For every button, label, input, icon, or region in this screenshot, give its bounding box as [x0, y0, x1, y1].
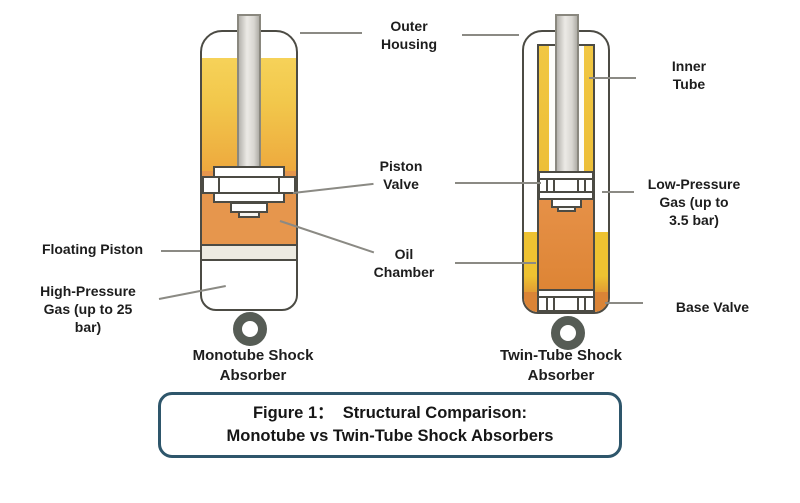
piston-valve-divider [218, 178, 220, 192]
label-line: bar) [74, 318, 102, 335]
leader-floating-piston [161, 250, 200, 252]
label-line: Inner [671, 58, 707, 74]
caption-twin-tube: Twin-Tube Shock Absorber [471, 346, 651, 385]
twintube-rod-clearance-left [549, 46, 555, 172]
leader-oil-chamber-right [455, 262, 536, 264]
monotube-mounting-eye-icon [233, 312, 267, 346]
monotube-floating-piston [202, 244, 296, 261]
piston-valve-divider [553, 180, 555, 191]
caption-line: Absorber [219, 366, 287, 384]
leader-base-valve [605, 302, 643, 304]
leader-inner-tube [589, 77, 636, 79]
label-line: Housing [381, 35, 437, 52]
figure-title-box: Figure 1： Structural Comparison: Monotub… [158, 392, 622, 458]
label-line: Gas (up to [659, 193, 729, 210]
label-piston-valve: Piston Valve [356, 158, 446, 194]
label-line: Valve [383, 175, 419, 192]
figure-title-line2: Monotube vs Twin-Tube Shock Absorbers [226, 427, 554, 445]
base-valve-divider [553, 298, 555, 310]
caption-line: Twin-Tube Shock [500, 347, 622, 364]
label-base-valve: Base Valve [650, 299, 775, 317]
base-valve-divider [584, 298, 586, 310]
leader-outer-housing-right [462, 34, 519, 36]
label-outer-housing: Outer Housing [364, 18, 454, 54]
leader-low-pressure-gas [602, 191, 634, 193]
twintube-rod-clearance-right [579, 46, 584, 172]
base-valve-divider [577, 298, 579, 310]
label-oil-chamber: Oil Chamber [354, 246, 454, 282]
piston-valve-divider [584, 180, 586, 191]
label-line: Outer [390, 18, 428, 34]
piston-valve-divider [546, 180, 548, 191]
twintube-mounting-eye-icon [551, 316, 585, 350]
twintube-piston-valve-tip [557, 206, 576, 212]
label-line: Tube [672, 75, 706, 92]
label-low-pressure-gas: Low-Pressure Gas (up to 3.5 bar) [634, 176, 754, 230]
figure-title-line1: Figure 1： Structural Comparison: [252, 403, 528, 422]
caption-monotube: Monotube Shock Absorber [163, 346, 343, 385]
twintube-piston-rod [555, 14, 579, 172]
caption-line: Absorber [527, 366, 595, 384]
label-line: Gas (up to 25 [43, 300, 133, 317]
label-line: Oil [394, 246, 414, 262]
piston-valve-divider [278, 178, 280, 192]
label-line: Base Valve [675, 299, 750, 315]
leader-piston-valve-right [455, 182, 541, 184]
label-line: High-Pressure [40, 283, 136, 299]
base-valve-divider [546, 298, 548, 310]
leader-outer-housing-left [300, 32, 362, 34]
monotube-piston-rod [237, 14, 261, 169]
label-line: Low-Pressure [647, 176, 741, 192]
label-inner-tube: Inner Tube [644, 58, 734, 94]
label-floating-piston: Floating Piston [10, 241, 175, 259]
piston-valve-divider [577, 180, 579, 191]
label-line: Piston [379, 158, 423, 174]
label-line: Chamber [373, 263, 435, 280]
label-line: 3.5 bar) [669, 211, 719, 228]
twintube-oil-chamber [539, 198, 593, 294]
label-line: Floating Piston [41, 241, 144, 257]
twintube-base-valve-block [537, 296, 595, 312]
label-high-pressure-gas: High-Pressure Gas (up to 25 bar) [18, 283, 158, 337]
caption-line: Monotube Shock [192, 347, 314, 364]
monotube-piston-valve-tip [238, 211, 260, 218]
